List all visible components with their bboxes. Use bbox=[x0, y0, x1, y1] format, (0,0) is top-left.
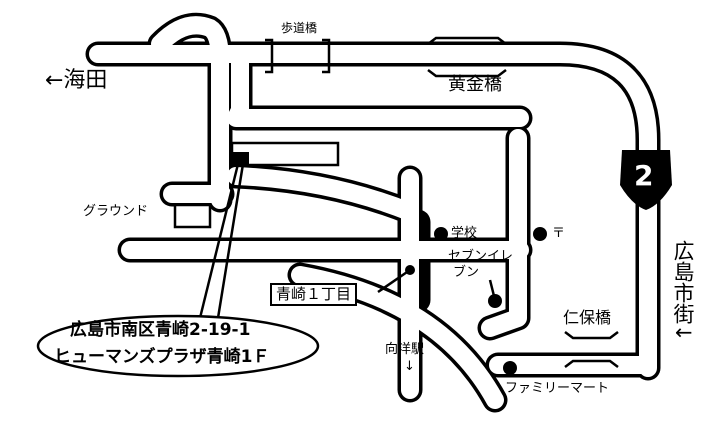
aosaki-pointer bbox=[377, 268, 411, 294]
ground-block bbox=[173, 203, 212, 229]
route-2-shield bbox=[620, 150, 672, 210]
footbridge-label: 歩道橋 bbox=[281, 21, 318, 35]
pointer-line-1 bbox=[198, 163, 240, 319]
koganebashi-mark-bottom bbox=[427, 69, 507, 78]
mukainada-station-label: 向洋駅 bbox=[385, 342, 425, 357]
route-2-number: 2 bbox=[634, 159, 654, 192]
ground-label: グラウンド bbox=[83, 204, 149, 219]
nihobashi-mark-bottom bbox=[564, 359, 619, 368]
building-block bbox=[230, 141, 340, 167]
post-office-dot bbox=[533, 227, 547, 241]
pointer-line-2 bbox=[216, 163, 245, 319]
address-line-2: ヒューマンズプラザ青崎1Ｆ bbox=[54, 347, 270, 367]
koganebashi-label: 黄金橋 bbox=[448, 74, 502, 95]
familymart-label: ファミリーマート bbox=[505, 381, 610, 396]
nihobashi-mark-top bbox=[564, 331, 619, 340]
school-dot bbox=[434, 227, 448, 241]
address-ellipse bbox=[36, 314, 320, 378]
station-arrow: ↓ bbox=[404, 359, 415, 374]
to-kaita-label: ←海田 bbox=[45, 68, 108, 93]
koganebashi-mark-top bbox=[427, 36, 507, 45]
seven-eleven-label-2: ブン bbox=[453, 265, 480, 280]
nihobashi-label: 仁保橋 bbox=[563, 308, 612, 327]
aosaki-dot bbox=[405, 265, 415, 275]
post-office-label: 〒 bbox=[552, 226, 566, 241]
footbridge-left bbox=[265, 38, 274, 74]
aosaki-1chome-label: 青崎１丁目 bbox=[270, 283, 358, 306]
seven-eleven-label-1: セブンイレ bbox=[448, 249, 514, 264]
familymart-dot bbox=[503, 361, 517, 375]
footbridge-right bbox=[322, 38, 331, 74]
to-city-label: 広島市街↓ bbox=[671, 240, 695, 342]
address-line-1: 広島市南区青崎2-19-1 bbox=[70, 320, 251, 340]
school-label: 学校 bbox=[451, 226, 478, 241]
destination-marker bbox=[233, 152, 249, 164]
seven-eleven-dot bbox=[488, 294, 502, 308]
